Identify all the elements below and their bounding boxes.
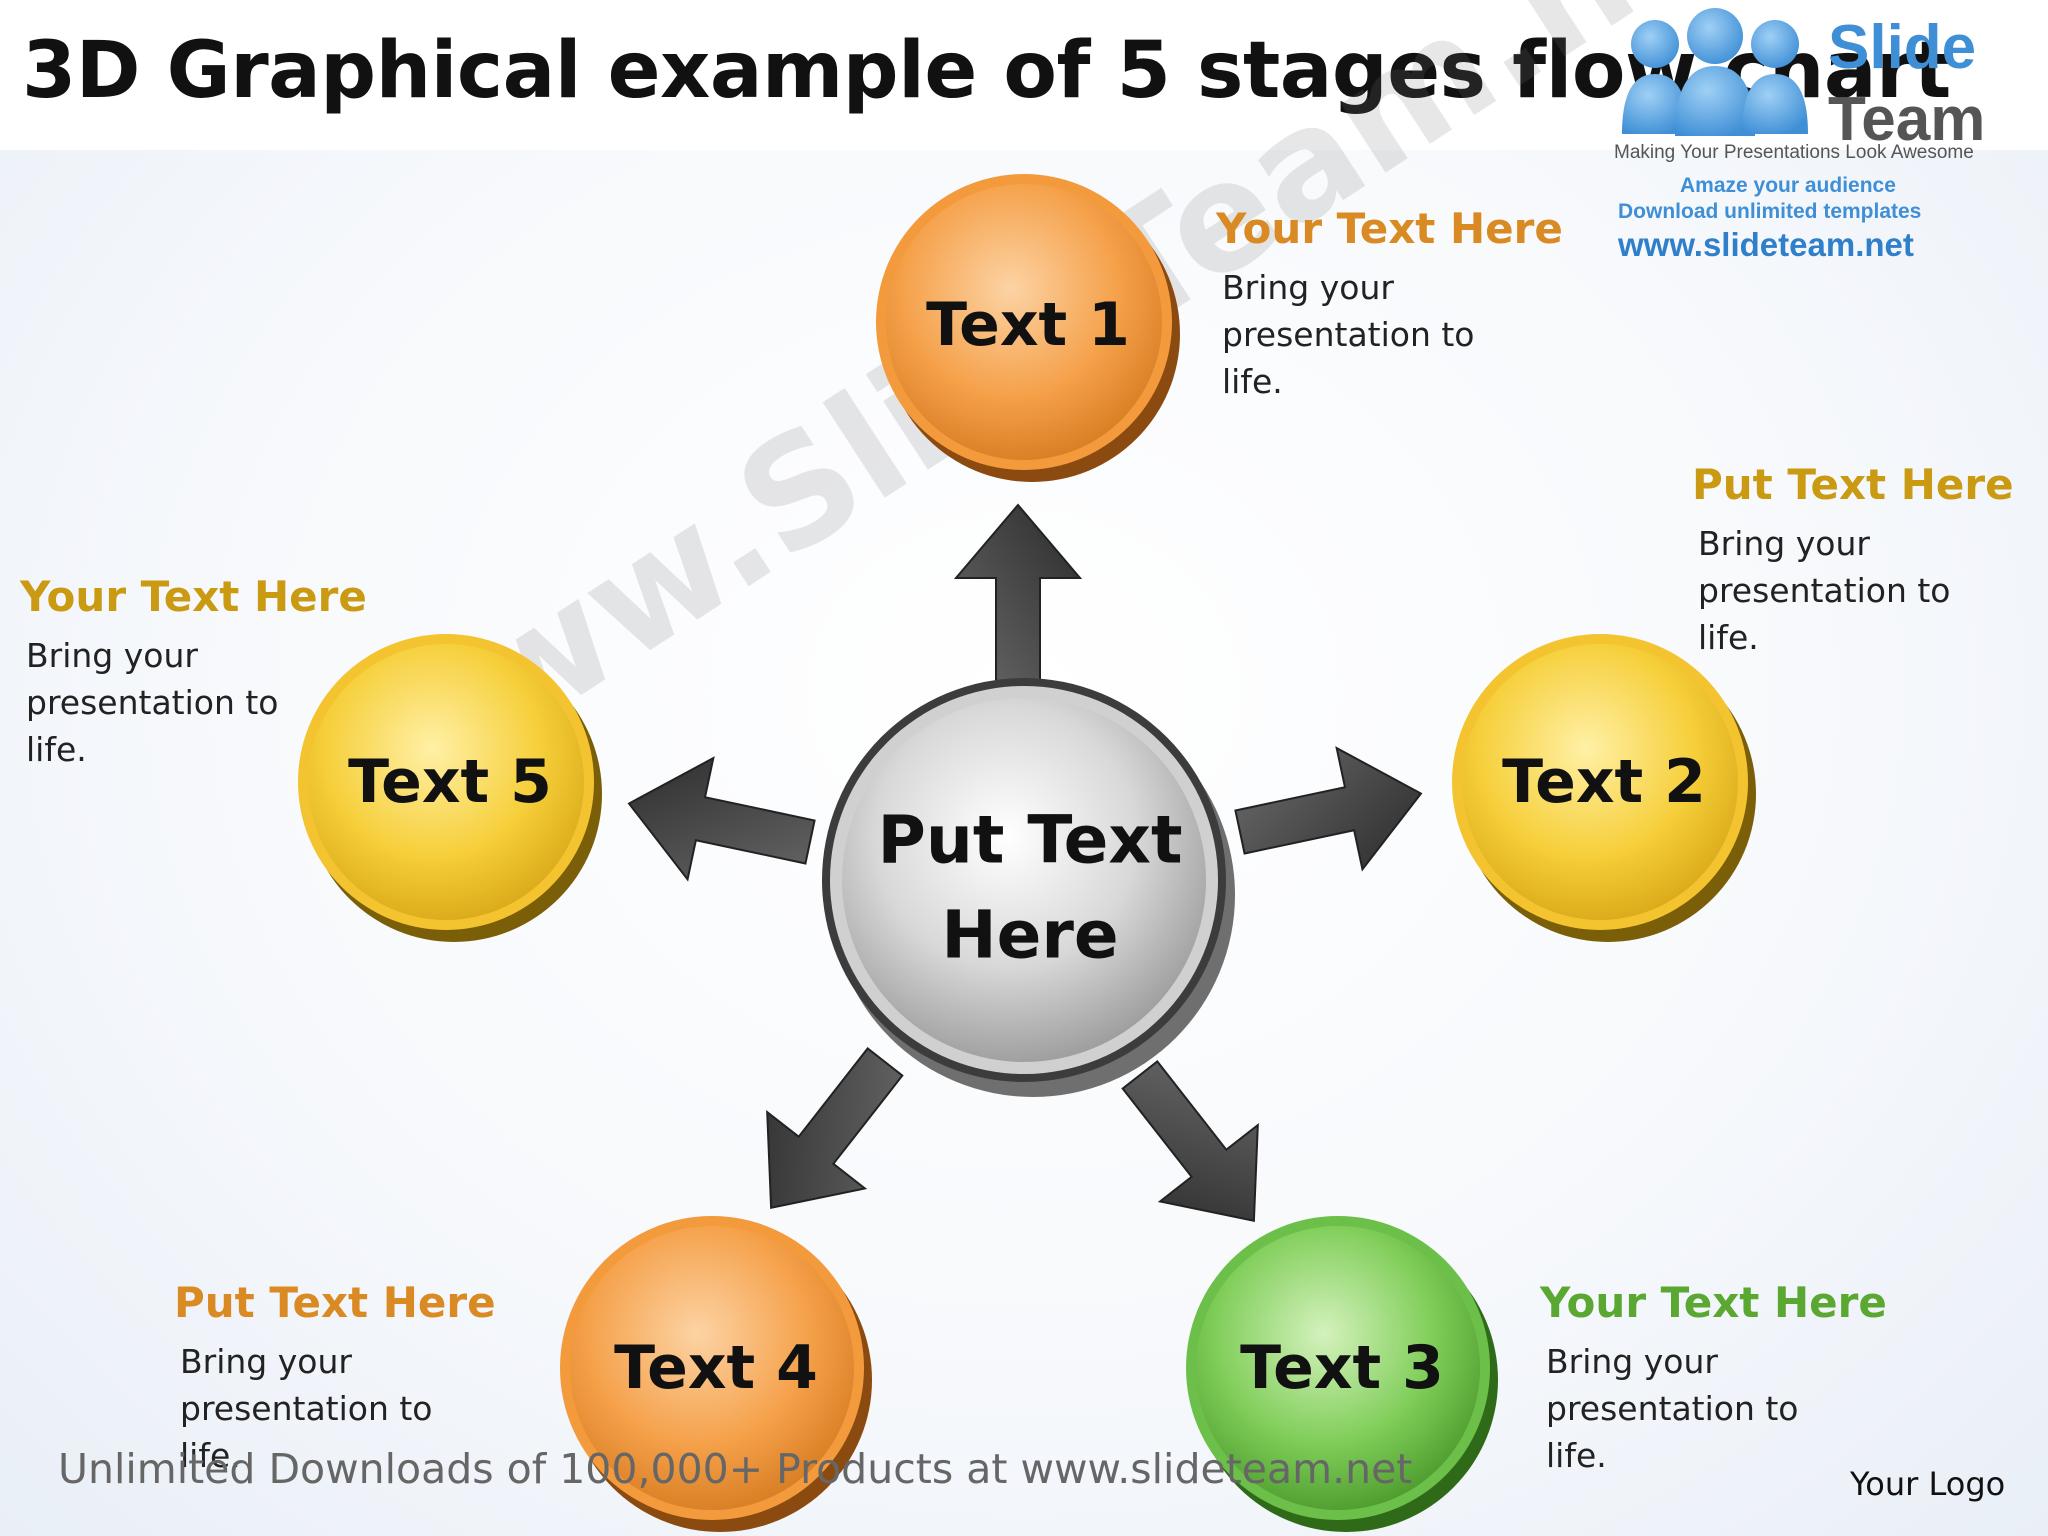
note-4-body: Bring your presentation to life.	[180, 1338, 480, 1479]
arrow-to-stage-3	[1121, 1060, 1259, 1222]
note-3-line1: Bring your	[1546, 1342, 1718, 1381]
arrow-to-stage-2	[1234, 746, 1423, 872]
arrow-to-stage-5	[627, 756, 816, 882]
center-label-line1: Put Text	[877, 801, 1183, 879]
logo-line-1: Amaze your audience	[1680, 174, 1896, 197]
your-logo-placeholder: Your Logo	[1850, 1465, 2006, 1503]
people-logo-icon	[1622, 8, 1808, 136]
note-2-heading: Put Text Here	[1692, 460, 2014, 509]
note-5-line3: life.	[26, 730, 87, 769]
note-4-line3: life.	[180, 1436, 241, 1475]
logo-url[interactable]: www.slideteam.net	[1618, 226, 1914, 263]
logo-line-2: Download unlimited templates	[1618, 200, 1922, 223]
stage-4-circle[interactable]	[560, 1216, 872, 1532]
note-4-line2: presentation to	[180, 1389, 433, 1428]
arrow-to-stage-4	[766, 1047, 904, 1209]
note-3-line3: life.	[1546, 1436, 1607, 1475]
note-2-line3: life.	[1698, 618, 1759, 657]
note-5-heading: Your Text Here	[20, 572, 367, 621]
logo-tagline: Making Your Presentations Look Awesome	[1614, 142, 1974, 163]
arrow-to-stage-1	[953, 503, 1083, 691]
logo-name-slide: Slide	[1828, 13, 1977, 82]
note-1-line2: presentation to	[1222, 315, 1475, 354]
center-circle[interactable]	[822, 678, 1235, 1097]
note-4-heading: Put Text Here	[174, 1278, 496, 1327]
stage-1-circle[interactable]	[876, 174, 1180, 482]
stage-3-circle[interactable]	[1186, 1216, 1498, 1532]
footer-downloads[interactable]: Unlimited Downloads of 100,000+ Products…	[58, 1445, 1413, 1493]
stage-4-label: Text 4	[614, 1333, 818, 1403]
center-label-line2: Here	[941, 896, 1119, 974]
stage-5-circle[interactable]	[298, 634, 602, 942]
note-2-body: Bring your presentation to life.	[1698, 520, 1998, 661]
note-3-heading: Your Text Here	[1540, 1278, 1887, 1327]
note-5-body: Bring your presentation to life.	[26, 632, 326, 773]
slideteam-logo: Slide Team Making Your Presentations Loo…	[1610, 4, 2040, 274]
note-3-line2: presentation to	[1546, 1389, 1799, 1428]
logo-name-team: Team	[1828, 85, 1986, 154]
stage-3-label: Text 3	[1240, 1333, 1444, 1403]
note-4-line1: Bring your	[180, 1342, 352, 1381]
note-1-body: Bring your presentation to life.	[1222, 264, 1522, 405]
note-1-line1: Bring your	[1222, 268, 1394, 307]
note-5-line2: presentation to	[26, 683, 279, 722]
stage-1-label: Text 1	[926, 290, 1130, 360]
note-3-body: Bring your presentation to life.	[1546, 1338, 1846, 1479]
stage-2-label: Text 2	[1502, 747, 1706, 817]
note-1-heading: Your Text Here	[1216, 204, 1563, 253]
note-5-line1: Bring your	[26, 636, 198, 675]
note-1-line3: life.	[1222, 362, 1283, 401]
note-2-line1: Bring your	[1698, 524, 1870, 563]
note-2-line2: presentation to	[1698, 571, 1951, 610]
stage-5-label: Text 5	[348, 747, 552, 817]
stage-2-circle[interactable]	[1452, 634, 1756, 942]
